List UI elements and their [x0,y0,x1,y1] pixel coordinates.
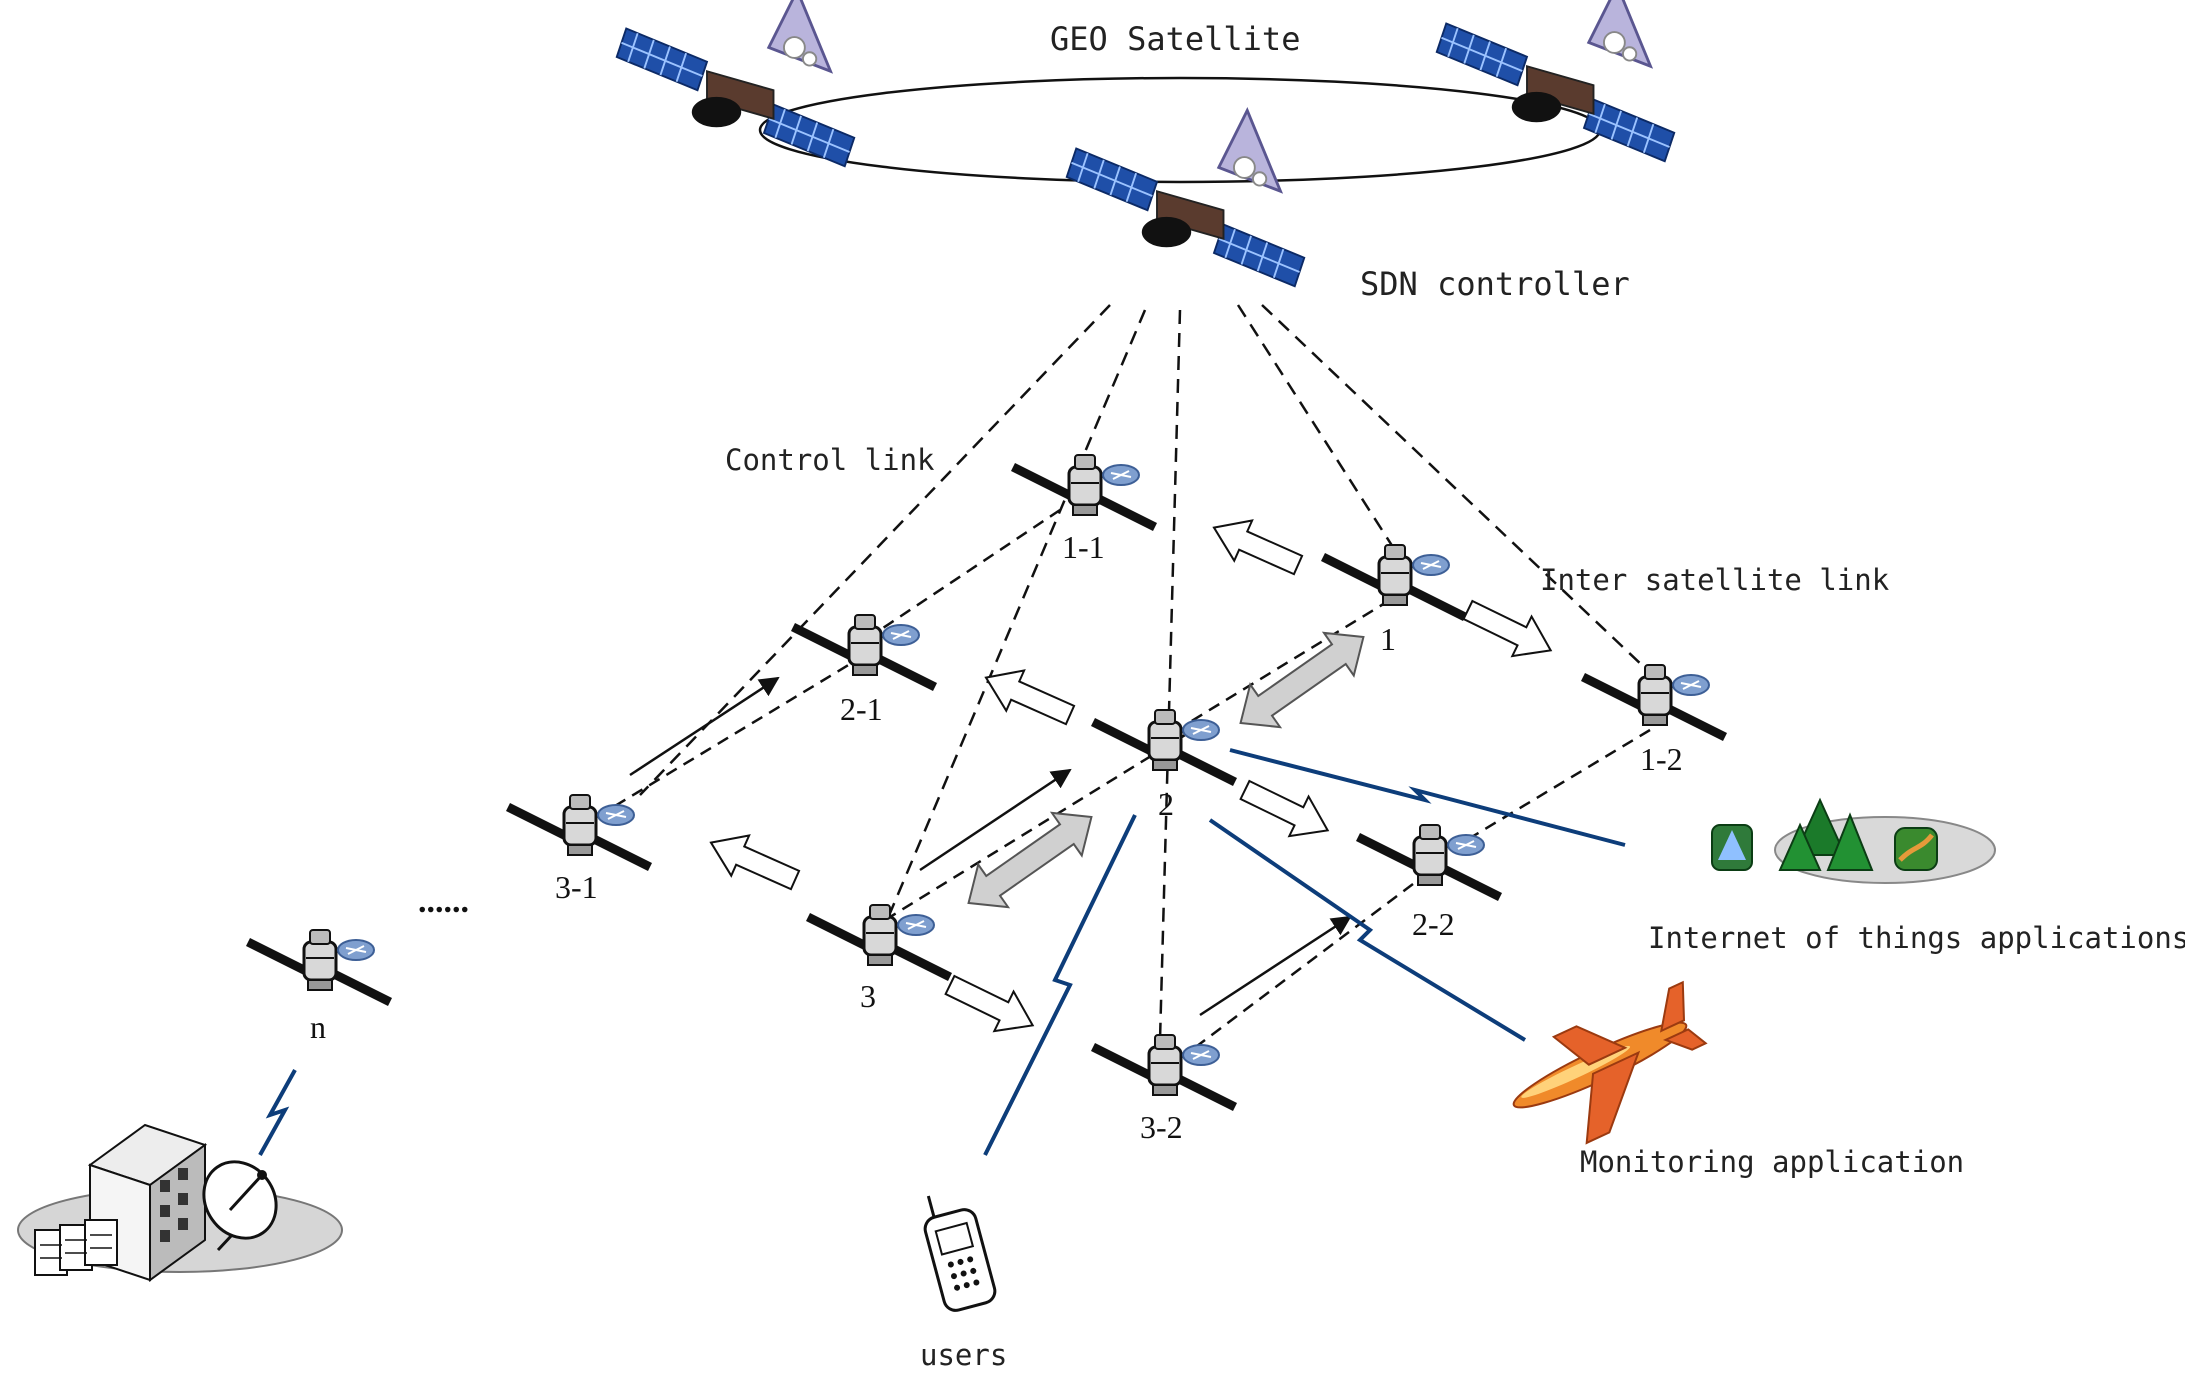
node-label-2: 2 [1158,786,1174,822]
ellipsis-label: ...... [418,883,469,920]
geo-orbit [758,76,1602,184]
leo-satellite-2-2 [1354,823,1504,903]
sdn-controller-label: SDN controller [1360,265,1630,303]
geo-satellite-label: GEO Satellite [1050,20,1300,58]
leo-satellite-2 [1089,708,1239,788]
monitoring-application-label: Monitoring application [1580,1145,1964,1179]
node-label-3: 3 [860,978,876,1014]
node-label-1-1: 1-1 [1062,529,1105,565]
leo-satellite-2-1 [789,613,939,693]
inter-satellite-links [604,508,1651,1056]
leo-satellite-n [244,928,394,1008]
leo-satellite-1-2 [1579,663,1729,743]
node-label-n: n [310,1009,326,1045]
node-label-3-1: 3-1 [555,869,598,905]
airplane-icon [1512,980,1708,1145]
data-flow-arrows [629,676,1352,1017]
users-label: users [920,1338,1007,1372]
leo-satellite-3-1 [504,793,654,873]
iot-applications-label: Internet of things applications [1648,921,2185,955]
wireless-links [258,748,1626,1156]
iot-applications-icon [1711,797,1996,884]
inter-satellite-link-label: Inter satellite link [1540,563,1890,597]
ground-station-icon [17,1123,343,1282]
node-label-1-2: 1-2 [1640,741,1683,777]
geo-satellite-right [1435,0,1676,163]
control-link-label: Control link [725,443,935,477]
control-links [639,304,1646,1041]
mobile-phone-icon [923,1195,997,1312]
geo-satellite-controller [1065,109,1306,288]
leo-satellite-1-1 [1009,453,1159,533]
leo-satellite-3 [804,903,954,983]
leo-satellite-1 [1319,543,1469,623]
node-label-2-2: 2-2 [1412,906,1455,942]
hollow-arrows [701,506,1562,1047]
node-label-2-1: 2-1 [840,691,883,727]
node-label-3-2: 3-2 [1140,1109,1183,1145]
node-label-1: 1 [1380,621,1396,657]
leo-satellite-3-2 [1089,1033,1239,1113]
geo-satellite-left [615,0,856,168]
